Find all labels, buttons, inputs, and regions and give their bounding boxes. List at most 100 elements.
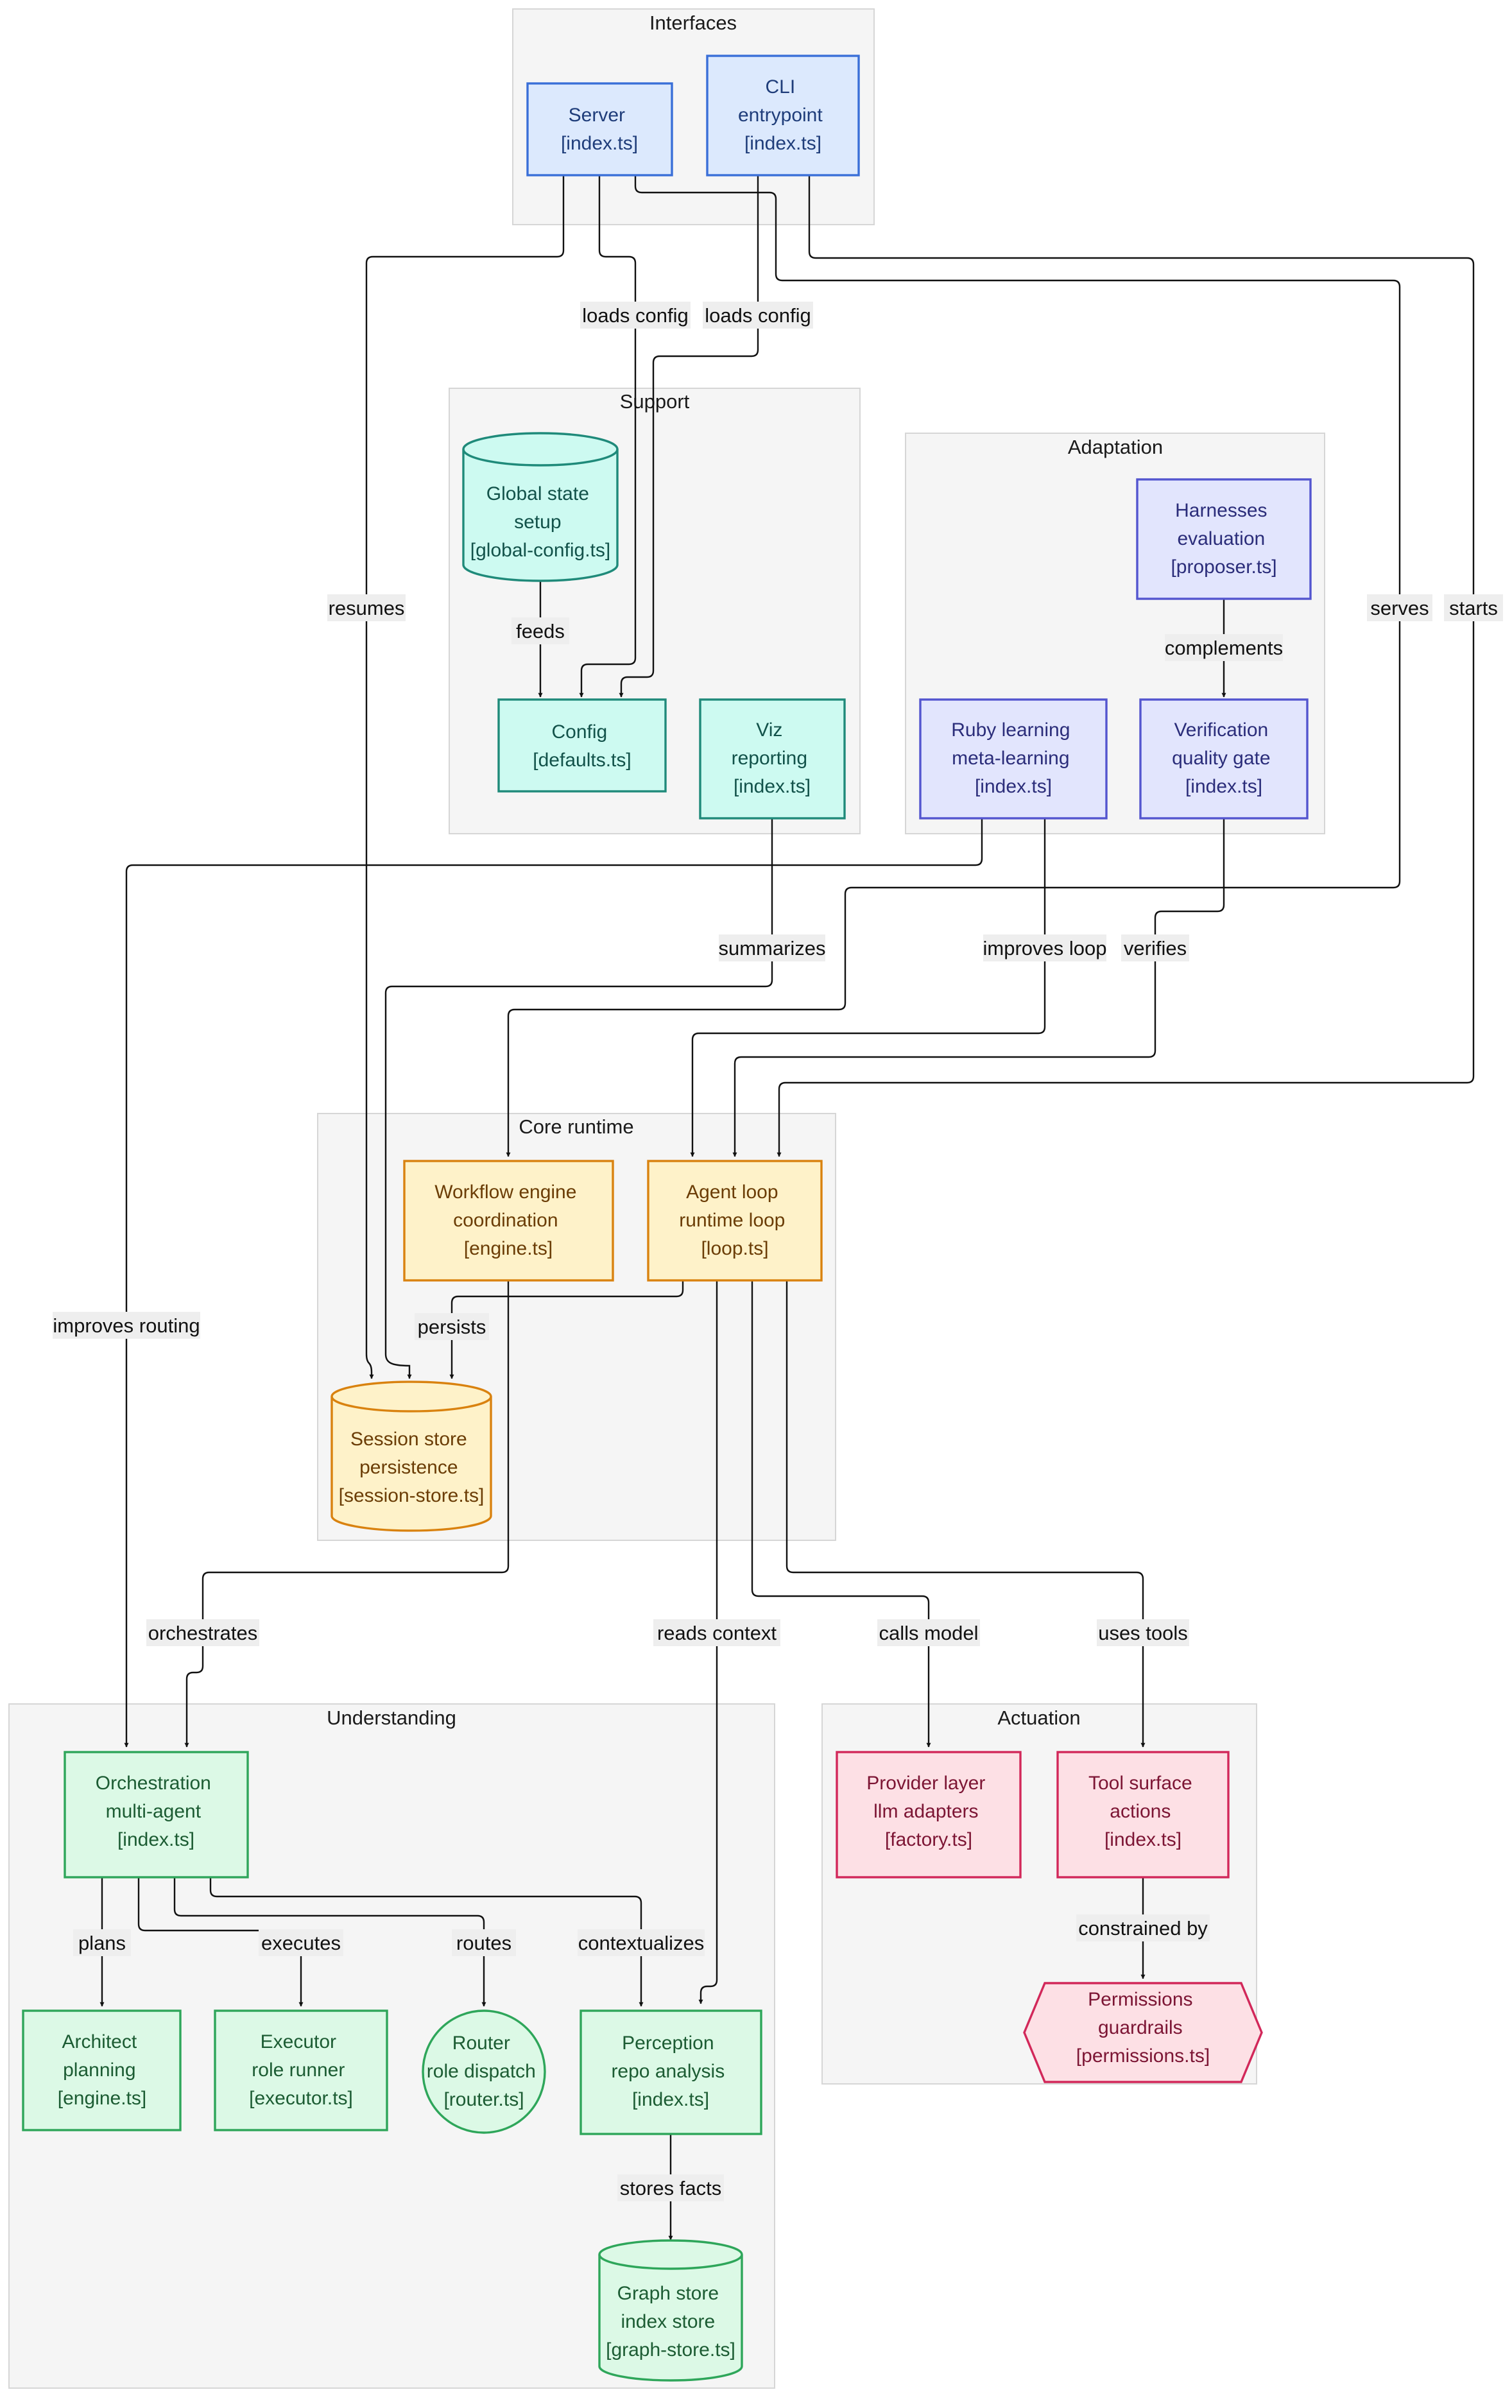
svg-text:calls model: calls model [879, 1622, 978, 1644]
svg-text:Graph store index stor: Graph store index store [graph-store.ts] [606, 2283, 735, 2361]
perception-node[interactable]: Perception repo analysis [index.ts] [580, 2009, 762, 2135]
edge-label-feeds: feeds [511, 617, 569, 644]
interfaces-cluster-title: Interfaces [649, 12, 737, 34]
graph-store-node[interactable]: Graph store index store [graph-store.ts] [598, 2239, 743, 2382]
edge-uses-tools [786, 1280, 1146, 1748]
svg-text:complements: complements [1165, 637, 1283, 659]
tool-surface-node[interactable]: Tool surface actions [index.ts] [1056, 1751, 1230, 1879]
edge-label-serves: serves [1367, 594, 1432, 621]
permissions-node[interactable]: Permissions guardrails [permissions.ts] [1023, 1982, 1263, 2083]
svg-text:Config [defaults.ts]: Config [defaults.ts] [533, 721, 631, 771]
svg-text:Executor role runner: Executor role runner [executor.ts] [249, 2031, 353, 2109]
adaptation-cluster-title: Adaptation [1068, 436, 1163, 458]
edge-label-improves-routing: improves routing [53, 1312, 200, 1339]
svg-text:reads context: reads context [657, 1622, 777, 1644]
svg-text:starts: starts [1449, 597, 1498, 619]
svg-text:Harnesses evaluation: Harnesses evaluation [proposer.ts] [1171, 500, 1276, 578]
edge-label-constrained-by: constrained by [1076, 1914, 1210, 1941]
svg-text:CLI entrypoint: CLI entrypoint [index.ts] [738, 76, 828, 154]
svg-text:verifies: verifies [1124, 937, 1187, 959]
executor-node[interactable]: Executor role runner [executor.ts] [214, 2009, 388, 2131]
understanding-cluster-title: Understanding [327, 1707, 456, 1729]
session-store-node[interactable]: Session store persistence [session-store… [331, 1380, 492, 1532]
svg-text:Agent loop runtime loo: Agent loop runtime loop [loop.ts] [679, 1182, 790, 1259]
svg-text:Tool surface actions: Tool surface actions [index.ts] [1088, 1773, 1198, 1850]
nodes: Server [index.ts] CLI entrypoint [index.… [22, 55, 1312, 2382]
svg-text:summarizes: summarizes [718, 937, 825, 959]
edge-serves [506, 175, 1401, 1157]
edge-resumes [365, 175, 565, 1379]
edge-label-verifies: verifies [1121, 934, 1189, 961]
svg-text:persists: persists [418, 1316, 486, 1338]
core-runtime-cluster-title: Core runtime [519, 1115, 633, 1138]
svg-text:loads config: loads config [705, 304, 811, 327]
svg-text:plans: plans [78, 1932, 126, 1954]
edge-label-executes: executes [259, 1929, 343, 1956]
edge-label-resumes: resumes [327, 594, 406, 621]
edge-label-plans: plans [73, 1929, 131, 1956]
edge-label-calls-model: calls model [877, 1619, 980, 1646]
actuation-cluster-title: Actuation [997, 1707, 1080, 1729]
cli-node[interactable]: CLI entrypoint [index.ts] [706, 55, 860, 176]
provider-layer-node[interactable]: Provider layer llm adapters [factory.ts] [836, 1751, 1022, 1879]
svg-text:Perception repo analys: Perception repo analysis [index.ts] [611, 2033, 730, 2110]
svg-text:resumes: resumes [329, 597, 405, 619]
router-node[interactable]: Router role dispatch [router.ts] [422, 2009, 546, 2134]
svg-text:Workflow engine coordi: Workflow engine coordination [engine.ts] [434, 1182, 582, 1259]
svg-text:uses tools: uses tools [1098, 1622, 1188, 1644]
svg-text:Server [index.ts]: Server [index.ts] [561, 105, 638, 154]
svg-text:Global state setup: Global state setup [global-config.ts] [470, 483, 610, 561]
svg-text:Router role dispatch: Router role dispatch [router.ts] [427, 2033, 541, 2110]
edge-label-improves-loop: improves loop [983, 934, 1107, 961]
edge-summarizes [384, 818, 773, 1379]
edge-label-stores-facts: stores facts [617, 2174, 724, 2201]
edge-improves-loop [690, 818, 1046, 1157]
edge-label-summarizes: summarizes [718, 934, 826, 961]
svg-text:stores facts: stores facts [620, 2177, 722, 2199]
orchestration-node[interactable]: Orchestration multi-agent [index.ts] [64, 1751, 249, 1879]
server-node[interactable]: Server [index.ts] [526, 82, 673, 176]
workflow-engine-node[interactable]: Workflow engine coordination [engine.ts] [403, 1160, 614, 1282]
agent-loop-node[interactable]: Agent loop runtime loop [loop.ts] [647, 1160, 823, 1282]
edge-reads-context [698, 1280, 718, 2004]
svg-text:Ruby learning meta-lea: Ruby learning meta-learning [index.ts] [951, 719, 1075, 797]
svg-text:serves: serves [1370, 597, 1429, 619]
ruby-learning-node[interactable]: Ruby learning meta-learning [index.ts] [919, 698, 1108, 820]
edge-calls-model [751, 1280, 931, 1748]
edge-verifies [732, 818, 1225, 1157]
svg-text:improves loop: improves loop [983, 937, 1107, 959]
svg-text:Session store persiste: Session store persistence [session-store… [339, 1429, 485, 1506]
edge-label-cli-loads-config: loads config [703, 302, 813, 329]
edge-label-orchestrates: orchestrates [146, 1619, 259, 1646]
svg-text:Viz reporting: Viz reporting [index.ts] [732, 719, 813, 797]
edge-label-complements: complements [1165, 634, 1283, 661]
edge-label-persists: persists [415, 1313, 489, 1340]
config-node[interactable]: Config [defaults.ts] [497, 698, 667, 793]
svg-text:improves routing: improves routing [53, 1314, 200, 1337]
architect-node[interactable]: Architect planning [engine.ts] [22, 2009, 182, 2131]
svg-text:constrained by: constrained by [1078, 1917, 1208, 1939]
support-cluster-title: Support [620, 390, 690, 413]
global-state-node[interactable]: Global state setup [global-config.ts] [462, 432, 619, 582]
svg-text:Architect planning: Architect planning [engine.ts] [58, 2031, 146, 2109]
svg-text:Provider layer llm ada: Provider layer llm adapters [factory.ts] [866, 1773, 990, 1850]
edge-label-reads-context: reads context [653, 1619, 780, 1646]
edge-server-loads-config [579, 175, 637, 698]
edge-persists [449, 1280, 684, 1379]
edge-label-routes: routes [452, 1929, 516, 1956]
viz-node[interactable]: Viz reporting [index.ts] [699, 698, 846, 820]
edge-labels: resumes loads config loads config serves… [53, 302, 1503, 2201]
edge-contextualizes [209, 1877, 644, 2007]
edges [99, 175, 1475, 2240]
svg-text:executes: executes [261, 1932, 341, 1954]
harnesses-node[interactable]: Harnesses evaluation [proposer.ts] [1136, 478, 1312, 600]
svg-text:Permissions guardrails: Permissions guardrails [permissions.ts] [1076, 1989, 1210, 2067]
edge-routes [173, 1877, 486, 2007]
svg-text:Orchestration multi-ag: Orchestration multi-agent [index.ts] [96, 1773, 216, 1850]
svg-text:feeds: feeds [516, 620, 565, 642]
edge-label-starts: starts [1444, 594, 1503, 621]
edge-cli-loads-config [619, 175, 759, 698]
edge-improves-routing [124, 818, 983, 1748]
verification-node[interactable]: Verification quality gate [index.ts] [1139, 698, 1309, 820]
